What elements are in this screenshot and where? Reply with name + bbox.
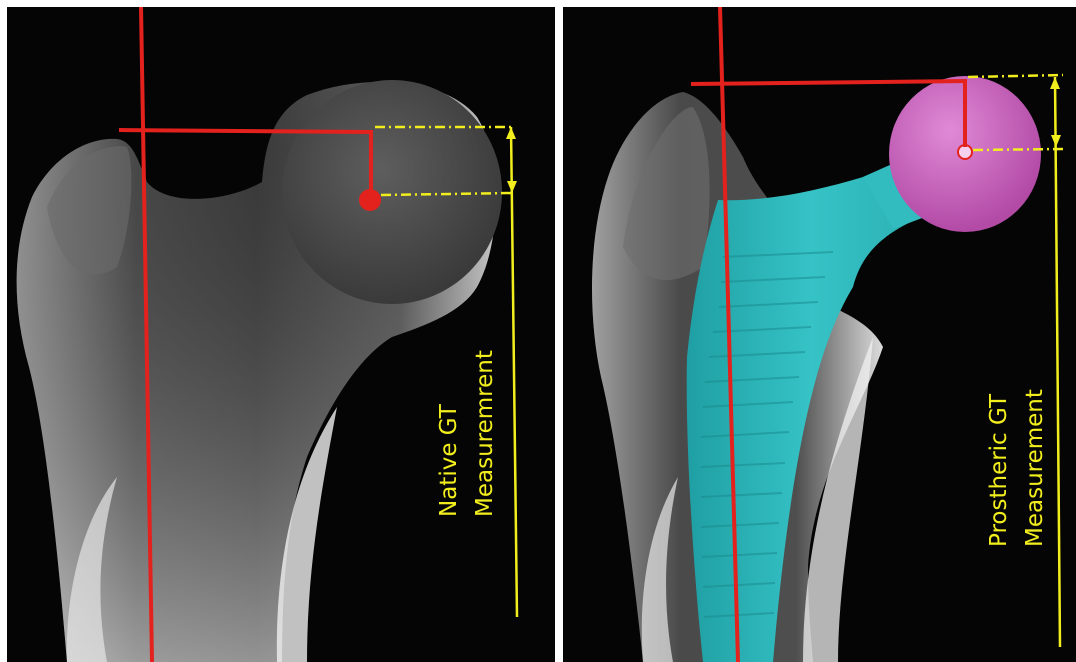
gt-top-dashed-line xyxy=(968,75,1063,77)
prosthetic-femur-xray xyxy=(563,7,1076,662)
head-height-horizontal-line xyxy=(119,130,373,132)
native-gt-label-line1: Native GT xyxy=(431,350,467,517)
prosthetic-gt-measurement-line xyxy=(1055,77,1060,647)
prosthetic-gt-label-line1: Prostheric GT xyxy=(981,389,1017,547)
native-gt-measurement-line xyxy=(511,127,517,617)
prosthetic-head-center xyxy=(958,145,972,159)
measurement-arrow-up xyxy=(1050,77,1060,89)
native-gt-measurement-label: Native GT Measuremrent xyxy=(431,350,503,517)
native-gt-label-line2: Measuremrent xyxy=(467,350,503,517)
head-center-marker xyxy=(359,189,381,211)
measurement-arrow-down xyxy=(1051,135,1061,147)
measurement-arrow-down xyxy=(507,181,517,193)
femoral-head xyxy=(282,80,502,304)
prosthetic-gt-label-line2: Measurement xyxy=(1017,389,1053,547)
native-femur-panel: Native GT Measuremrent xyxy=(7,7,555,662)
head-height-horizontal-line xyxy=(691,81,967,84)
native-femur-xray xyxy=(7,7,555,662)
prosthetic-gt-measurement-label: Prostheric GT Measurement xyxy=(981,389,1053,547)
measurement-arrow-up xyxy=(506,127,516,139)
prosthetic-femur-panel: Prostheric GT Measurement xyxy=(563,7,1076,662)
